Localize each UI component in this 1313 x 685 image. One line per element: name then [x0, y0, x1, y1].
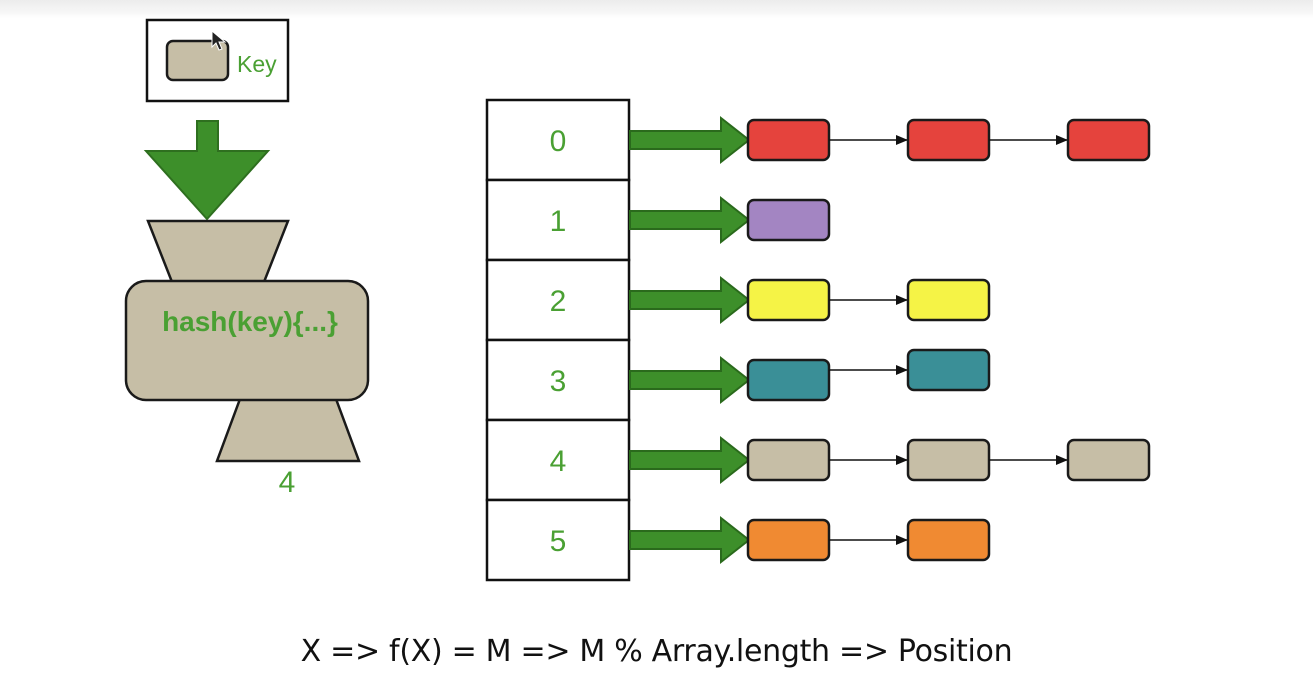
bucket-index: 2 [550, 285, 567, 318]
bucket-chains [746, 118, 1151, 562]
hash-formula: X => f(X) = M => M % Array.length => Pos… [300, 634, 1013, 669]
bucket-arrow-icon [629, 115, 751, 165]
bucket-arrows [629, 115, 751, 565]
bucket-arrow-icon [629, 435, 751, 485]
chain-node [906, 438, 991, 482]
hash-function-block: hash(key){...} 4 [124, 219, 370, 499]
chain-node [906, 278, 991, 322]
chain-node [746, 518, 831, 562]
bucket-arrow-icon [629, 195, 751, 245]
chain-node [746, 198, 831, 242]
top-shadow-bar [0, 0, 1313, 18]
hash-function-label: hash(key){...} [162, 306, 338, 337]
hash-output-value: 4 [279, 466, 296, 499]
chain-node [746, 118, 831, 162]
bucket-arrow-icon [629, 275, 751, 325]
bucket-index: 4 [550, 445, 567, 478]
hash-output-funnel [215, 397, 361, 463]
bucket-index: 0 [550, 125, 567, 158]
key-box: Key [145, 18, 290, 103]
chain-node [906, 348, 991, 392]
mouse-pointer-icon [211, 29, 227, 51]
chain-node [906, 518, 991, 562]
bucket-index: 1 [550, 205, 567, 238]
chain-node [746, 278, 831, 322]
key-label: Key [237, 51, 277, 77]
chain-node [1066, 118, 1151, 162]
bucket-cell [485, 498, 631, 582]
key-swatch [165, 39, 230, 82]
bucket-array: 0 1 2 3 4 5 [485, 98, 631, 582]
bucket-arrow-icon [629, 515, 751, 565]
chain-node [746, 438, 831, 482]
chain-node [906, 118, 991, 162]
down-arrow-icon [143, 120, 271, 221]
chain-node [1066, 438, 1151, 482]
chain-node [746, 358, 831, 402]
bucket-index: 3 [550, 365, 567, 398]
bucket-index: 5 [550, 525, 567, 558]
bucket-arrow-icon [629, 355, 751, 405]
hash-function-body [124, 279, 370, 402]
hash-input-funnel [146, 219, 290, 284]
